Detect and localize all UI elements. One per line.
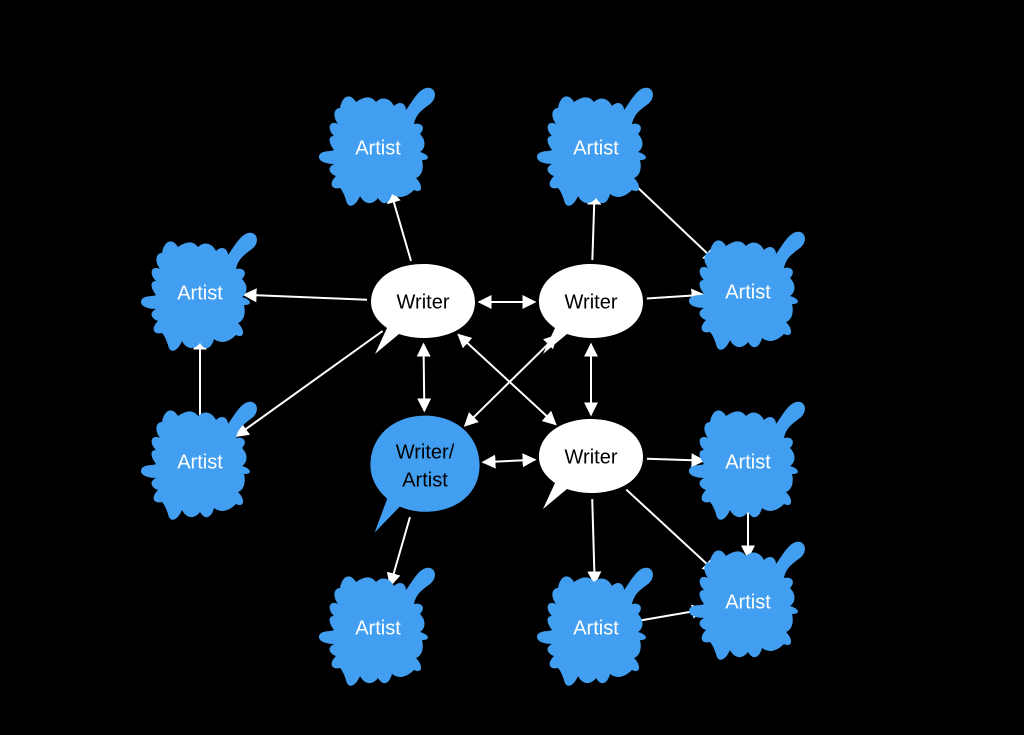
node-label: Artist [725, 591, 771, 613]
arrow-w-bottom-right-to-a-bottom-mid [587, 498, 602, 586]
arrow-w-top-right-to-a-right-upper [646, 288, 706, 303]
bidirectional-arrow-w-top-right-to-wa-bottom-left [463, 334, 559, 427]
bidirectional-arrow-wa-bottom-left-to-w-bottom-right [481, 453, 537, 469]
node-label: Writer [565, 446, 618, 468]
arrow-a-top-right-to-a-right-upper [627, 177, 718, 263]
node-label-line2: Artist [402, 469, 448, 491]
node-a-bottom-mid: Artist [536, 567, 653, 686]
arrow-w-top-left-to-a-top-left [387, 188, 412, 262]
bidirectional-arrow-w-top-left-to-wa-bottom-left [416, 342, 432, 413]
node-a-left-upper: Artist [140, 232, 257, 351]
arrow-w-top-left-to-a-left-upper [242, 288, 368, 303]
arrow-w-bottom-right-to-a-right-lower [625, 488, 717, 574]
node-a-top-left: Artist [318, 87, 435, 206]
node-w-top-right: Writer [539, 264, 643, 354]
node-label: Artist [725, 451, 771, 473]
node-label: Artist [573, 617, 619, 639]
node-label-line1: Writer/ [396, 441, 455, 463]
arrow-w-top-left-to-a-left-lower [234, 330, 384, 438]
node-wa-bottom-left: Writer/Artist [370, 415, 480, 533]
node-label: Artist [355, 617, 401, 639]
bidirectional-arrow-w-top-left-to-w-bottom-right [457, 333, 557, 426]
node-label: Artist [573, 137, 619, 159]
node-label: Artist [725, 281, 771, 303]
node-label: Artist [177, 451, 223, 473]
node-label: Artist [355, 137, 401, 159]
edges-layer [193, 177, 755, 622]
node-a-bottom-left: Artist [318, 567, 435, 686]
node-label: Artist [177, 282, 223, 304]
node-w-top-left: Writer [371, 264, 475, 354]
node-a-left-lower: Artist [140, 401, 257, 520]
node-a-right-lower: Artist [688, 541, 805, 660]
node-a-right-mid: Artist [688, 401, 805, 520]
node-label: Writer [565, 291, 618, 313]
arrow-w-top-right-to-a-top-right [587, 190, 602, 261]
arrow-wa-bottom-left-to-a-bottom-left [386, 516, 411, 588]
node-a-top-right: Artist [536, 87, 653, 206]
node-a-right-upper: Artist [688, 231, 805, 350]
node-label: Writer [397, 291, 450, 313]
arrow-w-bottom-right-to-a-right-mid [646, 453, 706, 468]
node-w-bottom-right: Writer [539, 419, 643, 509]
